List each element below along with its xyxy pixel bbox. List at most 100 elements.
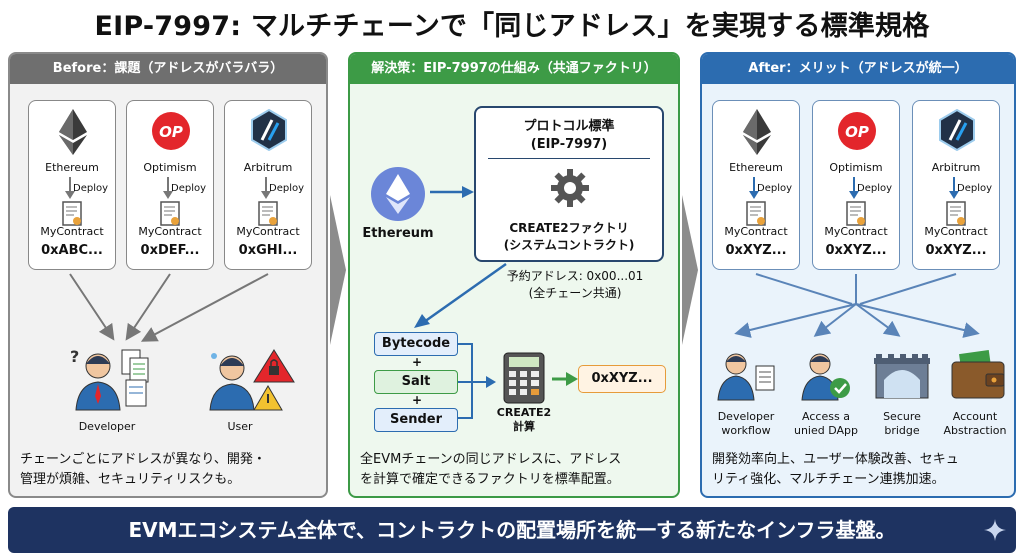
chain-name: Optimism [143,161,197,174]
description-line: 管理が煩雑、セキュリティリスクも。 [20,472,241,487]
bracket-connector [458,343,496,419]
reserved-address-line: (全チェーン共通) [528,286,622,300]
protocol-title: プロトコル標準 (EIP-7997) [476,118,662,154]
contract-name: MyContract [40,225,104,238]
benefit-secure-bridge: Secure bridge [864,410,940,438]
solution-header: 解決策：EIP-7997の仕組み（共通ファクトリ） [350,54,678,84]
description-line: 全EVMチェーンの同じアドレスに、アドレス [360,452,622,467]
chain-name: Arbitrum [243,161,293,174]
op-logo-text: OP [159,123,183,141]
converging-arrows [69,273,269,342]
arrow-right-icon [552,372,578,386]
solution-description: 全EVMチェーンの同じアドレスに、アドレス を計算で確定できるファクトリを標準配… [360,450,676,490]
benefit-label-line: Secure [883,410,921,423]
contract-address: 0xDEF... [140,243,200,258]
benefit-label-line: Abstraction [943,424,1007,437]
before-card-optimism: OP Optimism Deploy MyContract 0xDEF... [126,100,214,270]
deploy-label: Deploy [857,183,893,194]
converging-arrows [734,273,980,338]
benefit-label-line: Account [952,410,998,423]
divider [488,158,650,159]
arrow-down-icon [163,177,173,199]
protocol-title-line: (EIP-7997) [530,137,608,152]
arbitrum-logo-icon [251,109,287,151]
after-card-optimism: OP Optimism Deploy MyContract 0xXYZ... [812,100,900,270]
create2-calc-label: CREATE2 計算 [490,406,558,434]
after-card-arbitrum: Arbitrum Deploy MyContract 0xXYZ... [912,100,1000,270]
contract-document-icon [746,201,766,226]
user-check-icon [801,353,850,401]
after-card-ethereum: Ethereum Deploy MyContract 0xXYZ... [712,100,800,270]
arrow-down-icon [949,177,959,199]
arrow-down-icon [849,177,859,199]
benefit-label-line: workflow [721,424,771,437]
reserved-address-line: 予約アドレス: 0x00...01 [506,269,644,283]
contract-name: MyContract [824,225,888,238]
arrow-down-icon [261,177,271,199]
deploy-label: Deploy [957,183,993,194]
before-header: Before：課題（アドレスがバラバラ） [10,54,326,84]
benefit-label-line: bridge [884,424,920,437]
contract-document-icon [946,201,966,226]
contract-address: 0xABC... [41,243,103,258]
deploy-label: Deploy [757,183,793,194]
benefit-label-line: unied DApp [793,424,858,437]
solution-panel: 解決策：EIP-7997の仕組み（共通ファクトリ） Ethereum プロトコル… [348,52,680,498]
benefit-unified-dapp: Access a unied DApp [784,410,868,438]
calculator-icon [503,352,545,404]
bridge-icon [874,354,930,399]
summary-banner-text: EVMエコシステム全体で、コントラクトの配置場所を統一する新たなインフラ基盤。 [128,518,896,542]
computed-address: 0xXYZ... [578,365,666,393]
chain-name: Arbitrum [931,161,981,174]
chevron-right-icon [330,195,346,345]
factory-line: (システムコントラクト) [503,238,635,252]
op-logo-text: OP [845,123,869,141]
input-sender: Sender [374,408,458,432]
protocol-title-line: プロトコル標準 [523,119,615,134]
input-salt: Salt [374,370,458,394]
contract-document-icon [160,201,180,226]
description-line: チェーンごとにアドレスが異なり、開発・ [20,452,266,467]
ethereum-label: Ethereum [362,226,434,241]
reserved-address: 予約アドレス: 0x00...01 (全チェーン共通) [490,268,660,302]
contract-name: MyContract [236,225,300,238]
calc-label-line: 計算 [513,420,535,433]
after-panel: After：メリット（アドレスが統一） Ethereum Deploy MyCo… [700,52,1016,498]
contract-document-icon [62,201,82,226]
benefit-label-line: Developer [717,410,775,423]
contract-address: 0xXYZ... [825,243,887,258]
contract-name: MyContract [724,225,788,238]
arrow-down-left-icon [414,262,507,328]
chain-name: Ethereum [729,161,783,174]
user-worried-icon [209,349,295,411]
after-description: 開発効率向上、ユーザー体験改善、セキュ リティ強化、マルチチェーン連携加速。 [712,450,1012,490]
summary-banner: EVMエコシステム全体で、コントラクトの配置場所を統一する新たなインフラ基盤。 [8,507,1016,553]
arrow-down-icon [749,177,759,199]
developer-confused-icon: ? [70,347,149,411]
chain-name: Optimism [829,161,883,174]
persona-label-developer: Developer [78,420,136,433]
contract-address: 0xXYZ... [925,243,987,258]
developer-workflow-icon [717,353,775,401]
chevron-right-icon [682,195,698,345]
contract-document-icon [258,201,278,226]
deploy-label: Deploy [73,183,109,194]
contract-address: 0xGHI... [238,243,298,258]
factory-label: CREATE2ファクトリ (システムコントラクト) [476,220,662,254]
deploy-label: Deploy [171,183,207,194]
question-mark-text: ? [70,347,79,366]
sparkle-icon [984,519,1006,541]
deploy-label: Deploy [269,183,305,194]
arrow-down-icon [65,177,75,199]
factory-line: CREATE2ファクトリ [509,221,629,235]
input-bytecode: Bytecode [374,332,458,356]
before-card-arbitrum: Arbitrum Deploy MyContract 0xGHI... [224,100,312,270]
contract-address: 0xXYZ... [725,243,787,258]
ethereum-icon [371,167,425,221]
optimism-logo-icon: OP [838,112,876,150]
chain-name: Ethereum [45,161,99,174]
arbitrum-logo-icon [939,109,975,151]
description-line: リティ強化、マルチチェーン連携加速。 [712,472,945,487]
after-header: After：メリット（アドレスが統一） [702,54,1014,84]
gear-icon [551,169,589,207]
